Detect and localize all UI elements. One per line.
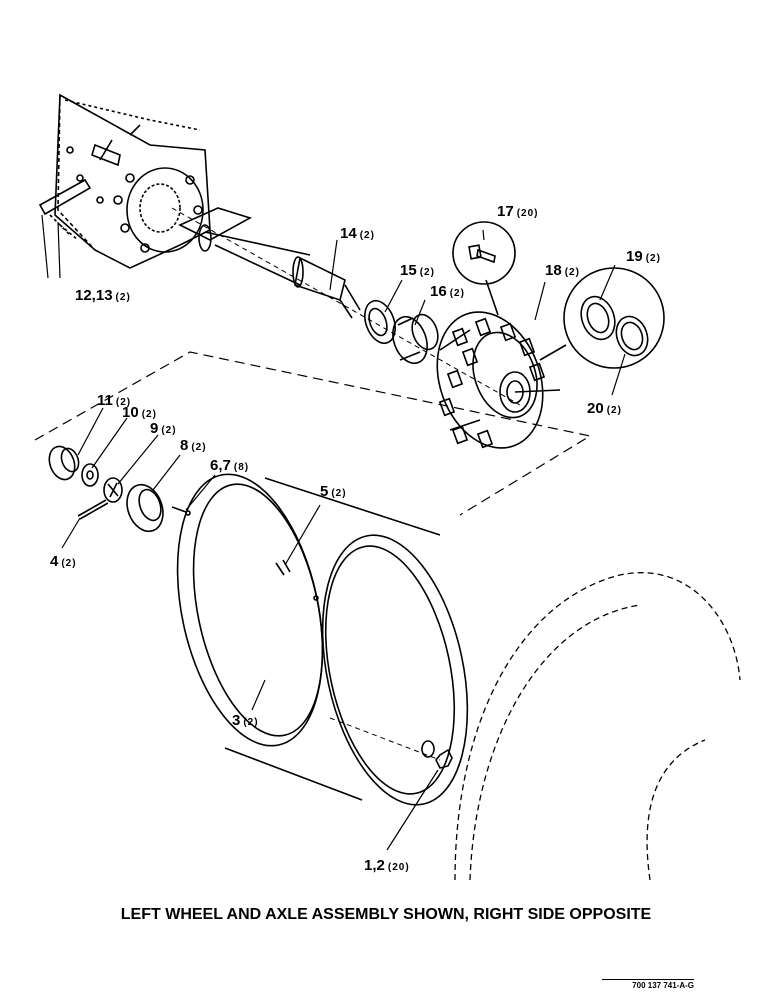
callout-1-2: 1,2(20): [364, 857, 410, 874]
seal-part-15: [364, 299, 396, 345]
callout-18: 18(2): [545, 262, 580, 279]
callout-labels: 17(20) 14(2) 18(2) 19(2) 15(2) 16(2) 12,…: [50, 203, 661, 874]
callout-14: 14(2): [340, 225, 375, 242]
callout-15: 15(2): [400, 262, 435, 279]
washer-part-10: [81, 463, 99, 487]
lug-nut-part-1-2: [329, 717, 453, 769]
drawing-number: 700 137 741-A-G: [602, 979, 694, 990]
tire-outline: [454, 572, 741, 881]
callout-3: 3(2): [232, 712, 259, 729]
callout-12-13: 12,13(2): [75, 287, 131, 304]
hub-part-18: [436, 311, 561, 449]
hubcap-part-8: [126, 483, 164, 533]
callout-11: 11(2): [97, 392, 131, 409]
diagram-caption: LEFT WHEEL AND AXLE ASSEMBLY SHOWN, RIGH…: [120, 906, 652, 923]
callout-16: 16(2): [430, 283, 465, 300]
callout-9: 9(2): [150, 420, 177, 437]
leader-lines: [41, 214, 626, 851]
stud-detail-part-17: [452, 221, 516, 316]
axle-shaft: [171, 207, 521, 406]
dashed-boundary: [34, 351, 592, 516]
callout-17: 17(20): [497, 203, 538, 220]
nut-part-11: [48, 445, 80, 481]
callout-4: 4(2): [50, 553, 77, 570]
callout-19: 19(2): [626, 248, 661, 265]
retainer-part-9: [103, 477, 123, 503]
callout-10: 10(2): [122, 404, 157, 421]
bearing-cone-part-16: [392, 313, 439, 365]
callout-6-7: 6,7(8): [210, 457, 249, 474]
callout-20: 20(2): [587, 400, 622, 417]
callout-5: 5(2): [320, 483, 347, 500]
callout-8: 8(2): [180, 437, 207, 454]
cotter-pin-part-4: [77, 499, 109, 520]
frame-mount: [38, 93, 211, 269]
wheel-rim-part-3: [176, 473, 469, 806]
hub-studs: [438, 317, 546, 449]
bearing-cup-detail: [539, 267, 665, 369]
